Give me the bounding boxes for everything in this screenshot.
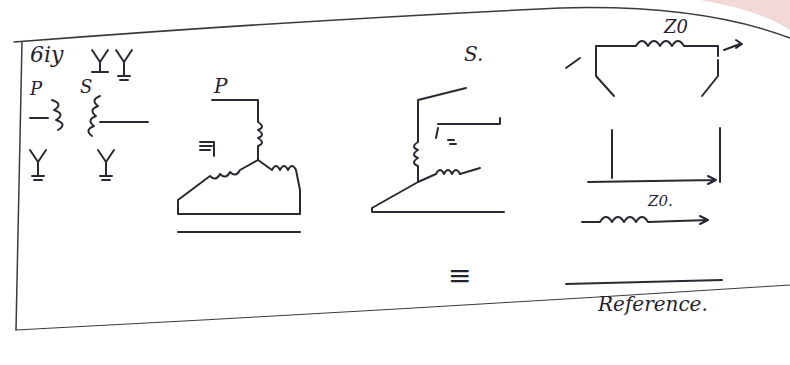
- winding-name: S: [80, 78, 92, 96]
- reference-label: Reference.: [598, 294, 708, 314]
- heading-mark: 6iy: [30, 44, 63, 66]
- impedance-label: Z0.: [648, 194, 673, 209]
- impedance-label: Z0: [664, 18, 688, 36]
- winding-name: P: [214, 76, 227, 96]
- equivalence-sign: ≡: [448, 262, 471, 290]
- winding-name: S.: [464, 44, 483, 64]
- winding-name: P: [30, 80, 42, 98]
